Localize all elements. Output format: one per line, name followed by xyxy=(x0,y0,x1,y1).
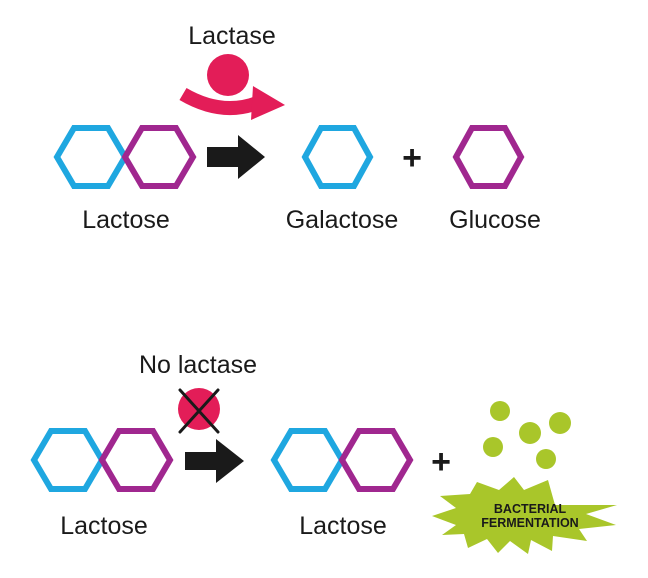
glucose-label: Glucose xyxy=(449,206,541,234)
reaction-arrow-icon xyxy=(207,135,265,179)
lactase-enzyme-icon xyxy=(207,54,249,96)
lactose-galactose-ring-icon-bottom-left xyxy=(30,428,106,492)
galactose-label: Galactose xyxy=(286,206,399,234)
burst-text-line1: BACTERIAL xyxy=(494,502,567,516)
lactose-galactose-ring-icon-bottom-right xyxy=(270,428,346,492)
lactose-glucose-ring-icon-bottom-right xyxy=(338,428,414,492)
reaction-arrow-icon-bottom xyxy=(185,439,244,483)
enzyme-arrowhead-icon xyxy=(251,86,285,120)
lactase-label: Lactase xyxy=(188,22,276,50)
bacteria-cluster-icon xyxy=(483,401,571,469)
lactose-label-top: Lactose xyxy=(82,206,170,234)
fermentation-burst-icon xyxy=(432,477,617,554)
lactose-galactose-ring-icon xyxy=(53,125,129,189)
plus-sign-top: + xyxy=(402,139,422,177)
cross-icon xyxy=(178,388,220,434)
galactose-ring-icon xyxy=(301,125,374,189)
burst-text-line2: FERMENTATION xyxy=(481,516,578,530)
lactose-label-bottom-right: Lactose xyxy=(299,512,387,540)
glucose-ring-icon xyxy=(452,125,525,189)
lactose-glucose-ring-icon-bottom-left xyxy=(98,428,174,492)
no-lactase-label: No lactase xyxy=(139,351,257,379)
lactose-label-bottom-left: Lactose xyxy=(60,512,148,540)
lactose-glucose-ring-icon xyxy=(121,125,197,189)
plus-sign-bottom: + xyxy=(431,443,451,481)
enzyme-curved-arrow-icon xyxy=(179,87,265,116)
